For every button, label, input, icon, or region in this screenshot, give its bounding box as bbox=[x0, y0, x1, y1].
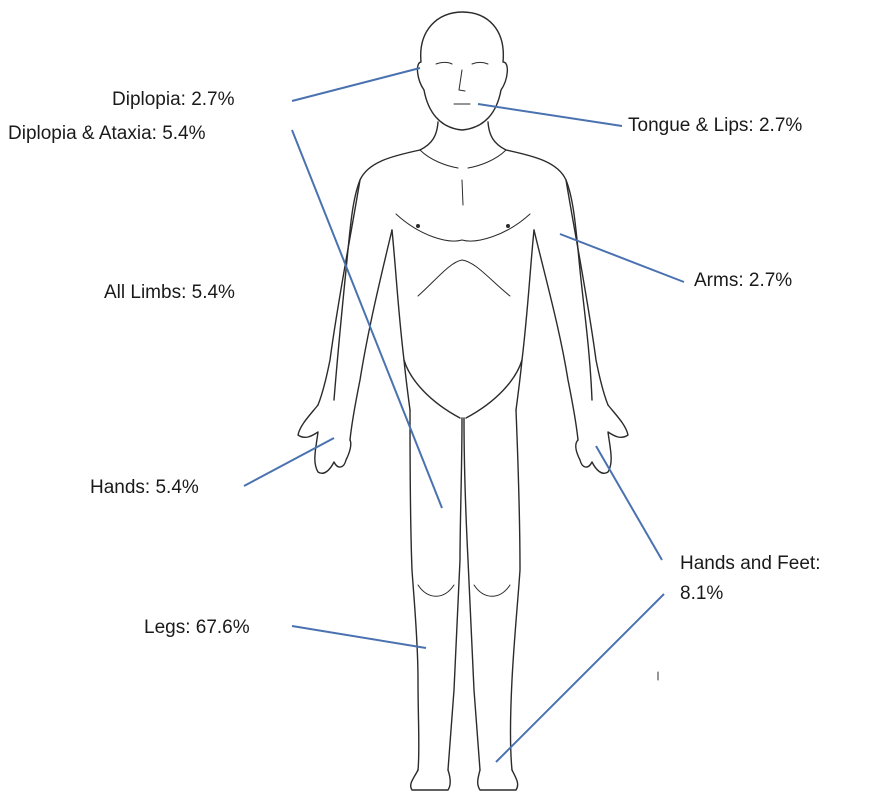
ribcage bbox=[418, 260, 510, 296]
label-legs: Legs: 67.6% bbox=[144, 617, 250, 639]
hip-line-left bbox=[404, 360, 460, 418]
label-arms: Arms: 2.7% bbox=[694, 270, 792, 292]
leader-hands-feet-foot bbox=[496, 594, 664, 762]
knee-left bbox=[418, 585, 454, 596]
hand-right bbox=[576, 405, 628, 473]
nipple-right bbox=[506, 224, 510, 228]
leader-diplopia-ataxia bbox=[292, 130, 442, 508]
arm-inner-right bbox=[534, 230, 578, 440]
label-hands-feet-line1: Hands and Feet: bbox=[680, 553, 820, 575]
hip-line-right bbox=[466, 360, 522, 418]
torso-side-left bbox=[392, 230, 410, 410]
eye-right bbox=[472, 63, 488, 65]
leader-hands bbox=[244, 438, 334, 486]
hand-left bbox=[298, 405, 351, 473]
foot-left bbox=[411, 770, 451, 790]
label-diplopia-ataxia: Diplopia & Ataxia: 5.4% bbox=[8, 123, 206, 145]
leader-diplopia bbox=[292, 68, 420, 101]
arm-outer-right bbox=[566, 180, 608, 405]
nipple-left bbox=[416, 224, 420, 228]
collar-left bbox=[420, 150, 458, 168]
torso-left bbox=[334, 150, 420, 400]
leader-tongue-lips bbox=[478, 104, 622, 126]
label-diplopia: Diplopia: 2.7% bbox=[112, 89, 235, 111]
chest-line bbox=[396, 214, 530, 241]
foot-right bbox=[478, 770, 518, 790]
label-hands: Hands: 5.4% bbox=[90, 477, 199, 499]
leg-left-outer bbox=[410, 410, 419, 770]
collar-right bbox=[468, 150, 506, 168]
label-hands-feet-line2: 8.1% bbox=[680, 583, 723, 605]
leader-hands-feet-hand bbox=[596, 446, 662, 560]
sternum bbox=[462, 180, 463, 205]
eye-left bbox=[436, 63, 452, 65]
torso-side-right bbox=[516, 230, 534, 410]
knee-right bbox=[474, 585, 510, 596]
arm-inner-left bbox=[350, 230, 392, 440]
leg-right-inner bbox=[464, 418, 480, 770]
head-outline bbox=[417, 12, 507, 130]
leg-left-inner bbox=[448, 418, 462, 770]
leg-right-outer bbox=[511, 410, 521, 770]
neck bbox=[420, 122, 506, 150]
nose bbox=[459, 70, 465, 91]
leader-legs bbox=[292, 626, 426, 648]
label-all-limbs: All Limbs: 5.4% bbox=[104, 282, 235, 304]
torso-right bbox=[506, 150, 592, 400]
label-tongue-lips: Tongue & Lips: 2.7% bbox=[628, 115, 802, 137]
